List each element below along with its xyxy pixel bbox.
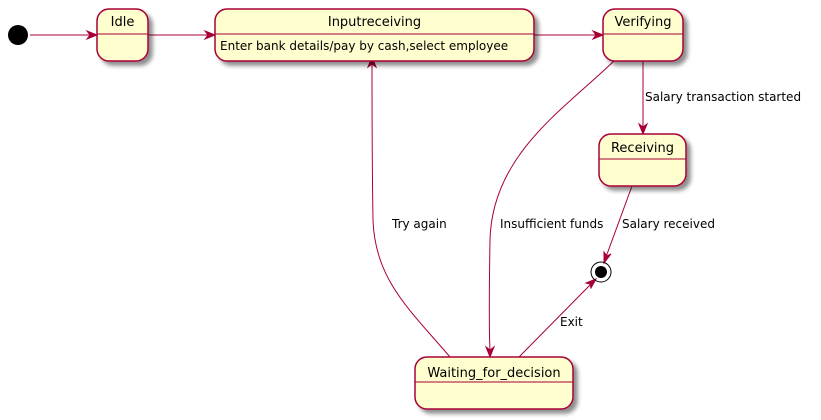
initial-state-node <box>8 25 28 45</box>
state-inputreceiving-description: Enter bank details/pay by cash,select em… <box>220 39 508 53</box>
state-idle: Idle <box>96 8 149 62</box>
state-inputreceiving: Inputreceiving Enter bank details/pay by… <box>214 8 535 62</box>
state-waiting-name: Waiting_for_decision <box>427 366 560 381</box>
label-insufficient-funds: Insufficient funds <box>500 217 603 231</box>
label-salary-transaction-started: Salary transaction started <box>645 90 801 104</box>
state-receiving: Receiving <box>598 133 687 187</box>
label-salary-received: Salary received <box>622 217 715 231</box>
final-state-node <box>590 261 612 283</box>
transition-waiting-to-inputreceiving: Try again <box>366 55 451 358</box>
state-verifying: Verifying <box>602 8 684 62</box>
label-try-again: Try again <box>391 217 447 231</box>
transition-idle-to-inputreceiving <box>148 29 217 41</box>
state-waiting-for-decision: Waiting_for_decision <box>414 356 574 410</box>
state-inputreceiving-name: Inputreceiving <box>328 15 421 30</box>
transition-waiting-to-final: Exit <box>518 278 598 358</box>
transition-receiving-to-final: Salary received <box>603 185 715 265</box>
transition-verifying-to-receiving: Salary transaction started <box>637 61 801 136</box>
label-exit: Exit <box>560 315 583 329</box>
transition-inputreceiving-to-verifying <box>534 29 605 41</box>
state-receiving-name: Receiving <box>611 141 674 156</box>
transition-verifying-to-waiting: Insufficient funds <box>484 60 615 359</box>
transition-start-to-idle <box>30 29 99 41</box>
state-idle-name: Idle <box>111 15 135 30</box>
state-verifying-name: Verifying <box>615 15 672 30</box>
